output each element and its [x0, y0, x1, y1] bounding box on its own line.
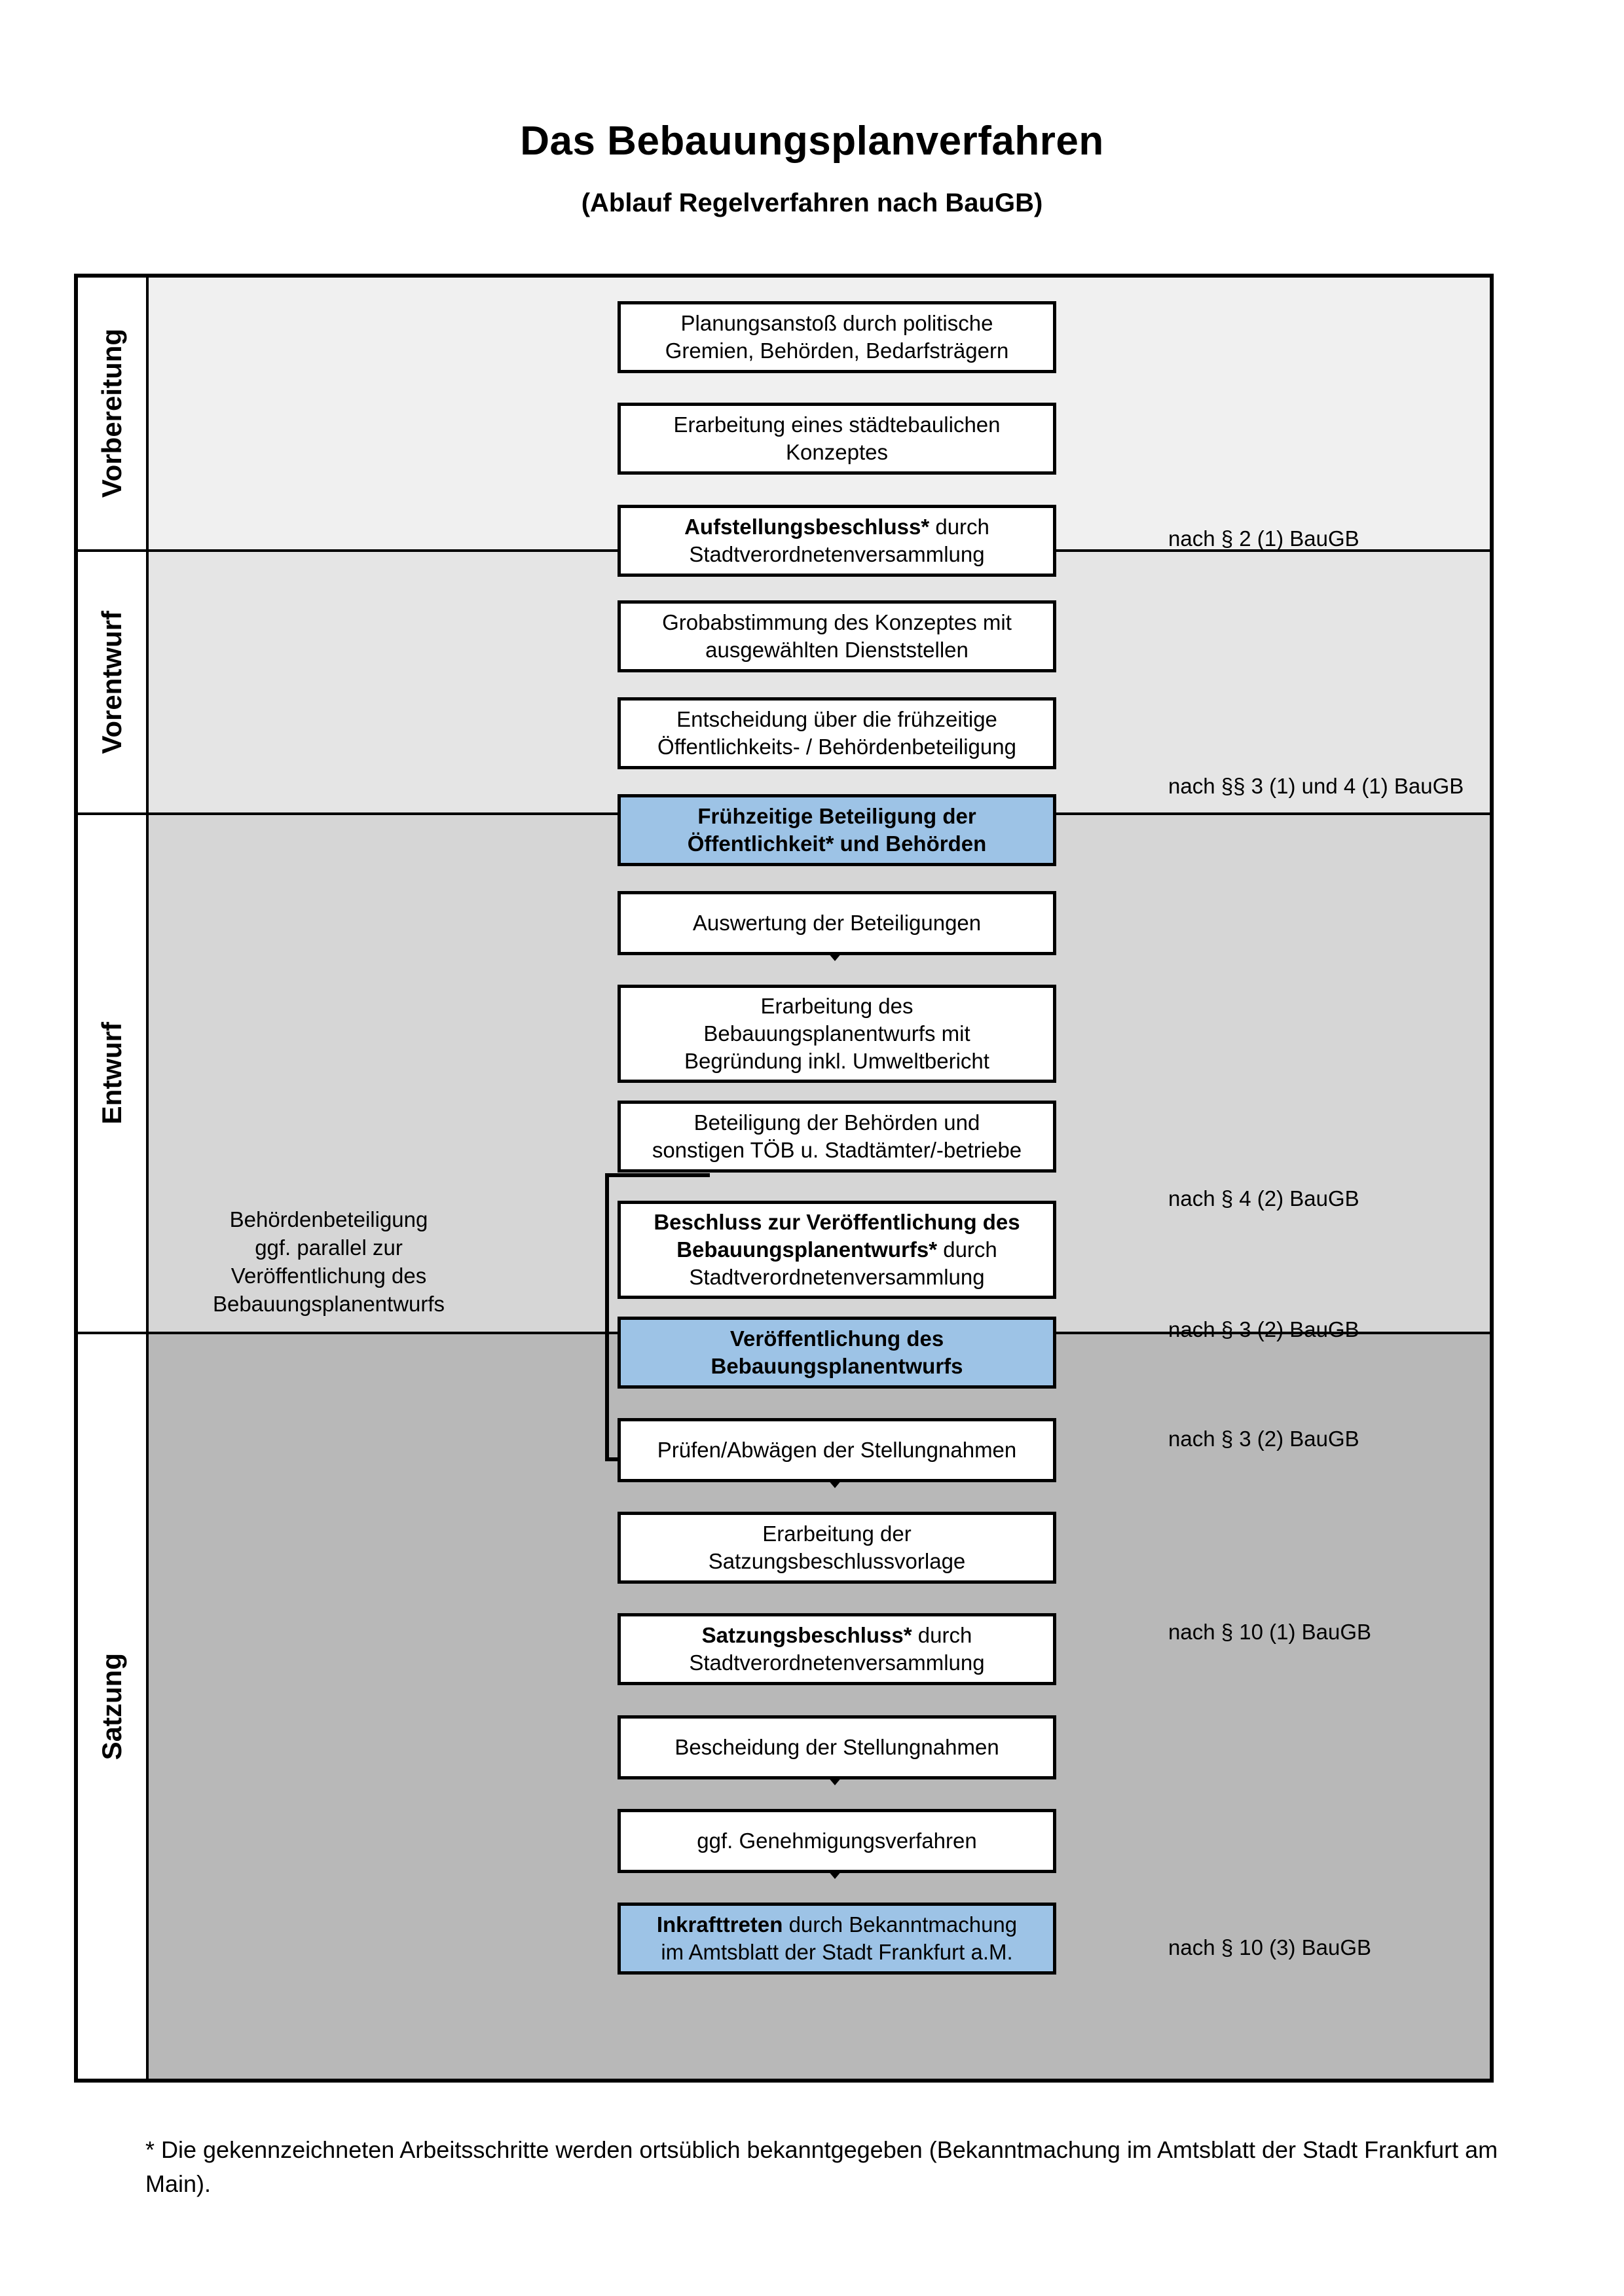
step-auswertung-beteiligungen[interactable]: Auswertung der Beteiligungen — [618, 891, 1056, 955]
phase-label-entwurf: Entwurf — [78, 815, 146, 1332]
step-planungsanstoss-line2: Gremien, Behörden, Bedarfsträgern — [665, 338, 1009, 363]
step-veroeffentlichung-bplanentwurf[interactable]: Veröffentlichung des Bebauungsplanentwur… — [618, 1317, 1056, 1389]
loop-connector-vertical — [605, 1173, 609, 1461]
side-note-line4: Bebauungsplanentwurfs — [212, 1291, 445, 1316]
page-title: Das Bebauungsplanverfahren — [520, 118, 1104, 164]
step-grobabstimmung-line2: ausgewählten Dienststellen — [705, 638, 969, 662]
step-erarbeitung-satzungsbeschlussvorlage[interactable]: Erarbeitung der Satzungsbeschlussvorlage — [618, 1512, 1056, 1584]
phase-label-vorentwurf-text: Vorentwurf — [96, 610, 127, 754]
step-erarbeitung-bplanentwurf-line2: Bebauungsplanentwurfs mit — [703, 1021, 970, 1046]
step-pruefen-abwaegen-line1: Prüfen/Abwägen der Stellungnahmen — [657, 1437, 1017, 1462]
phase-label-vorentwurf: Vorentwurf — [78, 552, 146, 812]
step-erarbeitung-bplanentwurf-line1: Erarbeitung des — [760, 993, 913, 1018]
step-pruefen-abwaegen[interactable]: Prüfen/Abwägen der Stellungnahmen — [618, 1418, 1056, 1482]
band-vorentwurf — [149, 551, 1490, 814]
step-fruehzeitige-beteiligung[interactable]: Frühzeitige Beteiligung der Öffentlichke… — [618, 794, 1056, 866]
legal-ref-par3-1-4-1: nach §§ 3 (1) und 4 (1) BauGB — [1168, 774, 1464, 798]
step-grobabstimmung-line1: Grobabstimmung des Konzeptes mit — [662, 610, 1012, 634]
legal-ref-par10-3: nach § 10 (3) BauGB — [1168, 1935, 1372, 1959]
step-satzungsbeschluss-rest: durch — [912, 1622, 972, 1647]
phase-label-vorbereitung-text: Vorbereitung — [96, 329, 127, 498]
step-staedtebauliches-konzept[interactable]: Erarbeitung eines städtebaulichen Konzep… — [618, 403, 1056, 475]
step-satzungsbeschluss-bold: Satzungsbeschluss* — [701, 1622, 912, 1647]
step-auswertung-beteiligungen-line1: Auswertung der Beteiligungen — [692, 910, 982, 935]
step-planungsanstoss[interactable]: Planungsanstoß durch politische Gremien,… — [618, 301, 1056, 373]
step-erarbeitung-bplanentwurf-line3: Begründung inkl. Umweltbericht — [684, 1049, 989, 1074]
legal-ref-par10-1: nach § 10 (1) BauGB — [1168, 1620, 1372, 1644]
diagram-frame: Vorbereitung Vorentwurf Entwurf Satzung … — [74, 274, 1494, 2083]
step-aufstellungsbeschluss-bold: Aufstellungsbeschluss* — [684, 514, 930, 539]
footnote: * Die gekennzeichneten Arbeitsschritte w… — [145, 2136, 1498, 2198]
loop-connector-top — [605, 1173, 710, 1177]
step-planungsanstoss-line1: Planungsanstoß durch politische — [680, 310, 993, 335]
step-beschluss-veroeffentlichung-bold2: Bebauungsplanentwurfs* — [676, 1237, 938, 1262]
step-beteiligung-behoerden-toeb[interactable]: Beteiligung der Behörden und sonstigen T… — [618, 1101, 1056, 1173]
step-satzungsbeschluss[interactable]: Satzungsbeschluss* durch Stadtverordnete… — [618, 1613, 1056, 1685]
step-entscheidung-fruehzeitige-line2: Öffentlichkeits- / Behördenbeteiligung — [657, 735, 1016, 759]
legal-ref-par4-2: nach § 4 (2) BauGB — [1168, 1186, 1359, 1211]
step-beteiligung-behoerden-toeb-line2: sonstigen TÖB u. Stadtämter/-betriebe — [652, 1138, 1022, 1162]
legal-ref-par2-1: nach § 2 (1) BauGB — [1168, 526, 1359, 551]
step-beschluss-veroeffentlichung-bold1: Beschluss zur Veröffentlichung des — [654, 1209, 1020, 1234]
phase-label-vorbereitung: Vorbereitung — [78, 278, 146, 549]
step-grobabstimmung[interactable]: Grobabstimmung des Konzeptes mit ausgewä… — [618, 600, 1056, 672]
step-fruehzeitige-beteiligung-line2: Öffentlichkeit* und Behörden — [687, 831, 987, 856]
step-staedtebauliches-konzept-line2: Konzeptes — [786, 440, 888, 464]
step-entscheidung-fruehzeitige-line1: Entscheidung über die frühzeitige — [676, 706, 997, 731]
step-beschluss-veroeffentlichung-rest: durch — [937, 1237, 997, 1262]
side-note-line3: Veröffentlichung des — [231, 1263, 427, 1288]
side-note-behoerdenbeteiligung: Behördenbeteiligung ggf. parallel zur Ve… — [175, 1206, 483, 1319]
step-inkrafttreten-rest: durch Bekanntmachung — [783, 1912, 1018, 1937]
label-column-divider — [146, 278, 149, 2079]
step-inkrafttreten-bold: Inkrafttreten — [656, 1912, 783, 1937]
page-subtitle: (Ablauf Regelverfahren nach BauGB) — [581, 189, 1043, 218]
step-aufstellungsbeschluss-line2: Stadtverordnetenversammlung — [689, 542, 985, 566]
legal-ref-par3-2-a: nach § 3 (2) BauGB — [1168, 1317, 1359, 1341]
step-staedtebauliches-konzept-line1: Erarbeitung eines städtebaulichen — [673, 412, 1001, 437]
phase-label-satzung: Satzung — [78, 1334, 146, 2079]
step-inkrafttreten-line2: im Amtsblatt der Stadt Frankfurt a.M. — [661, 1940, 1013, 1964]
step-satzungsbeschluss-line2: Stadtverordnetenversammlung — [689, 1650, 985, 1675]
title-block: Das Bebauungsplanverfahren (Ablauf Regel… — [0, 118, 1624, 218]
step-erarbeitung-bplanentwurf[interactable]: Erarbeitung des Bebauungsplanentwurfs mi… — [618, 985, 1056, 1083]
step-inkrafttreten[interactable]: Inkrafttreten durch Bekanntmachung im Am… — [618, 1903, 1056, 1975]
step-veroeffentlichung-bplanentwurf-line2: Bebauungsplanentwurfs — [710, 1354, 963, 1378]
phase-label-entwurf-text: Entwurf — [96, 1022, 127, 1125]
step-aufstellungsbeschluss[interactable]: Aufstellungsbeschluss* durch Stadtverord… — [618, 505, 1056, 577]
step-aufstellungsbeschluss-rest: durch — [929, 514, 989, 539]
step-bescheidung-stellungnahmen-line1: Bescheidung der Stellungnahmen — [674, 1734, 999, 1759]
step-erarbeitung-satzungsbeschlussvorlage-line1: Erarbeitung der — [762, 1521, 912, 1546]
step-erarbeitung-satzungsbeschlussvorlage-line2: Satzungsbeschlussvorlage — [708, 1549, 966, 1573]
step-entscheidung-fruehzeitige[interactable]: Entscheidung über die frühzeitige Öffent… — [618, 697, 1056, 769]
legal-ref-par3-2-b: nach § 3 (2) BauGB — [1168, 1427, 1359, 1451]
step-bescheidung-stellungnahmen[interactable]: Bescheidung der Stellungnahmen — [618, 1715, 1056, 1779]
phase-label-satzung-text: Satzung — [96, 1652, 127, 1760]
step-beschluss-veroeffentlichung-line3: Stadtverordnetenversammlung — [689, 1265, 985, 1290]
step-beschluss-veroeffentlichung[interactable]: Beschluss zur Veröffentlichung des Bebau… — [618, 1201, 1056, 1299]
step-fruehzeitige-beteiligung-line1: Frühzeitige Beteiligung der — [697, 803, 976, 828]
step-beteiligung-behoerden-toeb-line1: Beteiligung der Behörden und — [693, 1110, 980, 1135]
side-note-line1: Behördenbeteiligung — [229, 1207, 428, 1231]
step-veroeffentlichung-bplanentwurf-line1: Veröffentlichung des — [729, 1326, 944, 1351]
side-note-line2: ggf. parallel zur — [255, 1235, 403, 1260]
step-genehmigungsverfahren-line1: ggf. Genehmigungsverfahren — [697, 1828, 977, 1853]
step-genehmigungsverfahren[interactable]: ggf. Genehmigungsverfahren — [618, 1809, 1056, 1873]
